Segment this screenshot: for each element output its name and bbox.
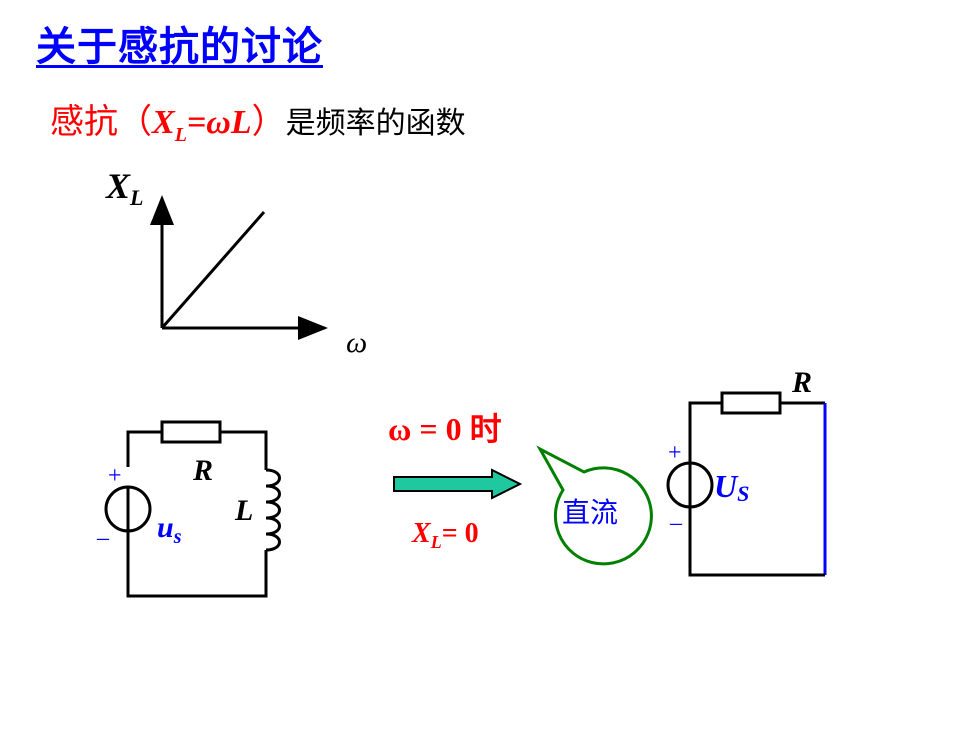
right-r-label: R — [791, 366, 812, 399]
reactance-graph: XL ω — [105, 166, 367, 359]
subtitle: 感抗（XL=ωL）是频率的函数 — [50, 100, 466, 157]
left-wire-top — [126, 430, 162, 467]
left-wire-right-top — [220, 430, 268, 470]
left-minus-sign: – — [96, 525, 110, 551]
left-resistor — [160, 420, 222, 444]
left-inductor — [265, 468, 281, 552]
left-source-label: us — [157, 511, 182, 548]
left-r-label: R — [192, 454, 213, 487]
transition: ω = 0 时 XL= 0 直流 — [388, 411, 653, 566]
result-label: XL= 0 — [411, 518, 479, 552]
right-wire-top-left — [688, 401, 722, 463]
page-title: 关于感抗的讨论 — [36, 24, 323, 70]
formula-x-sub: L — [174, 123, 187, 146]
subtitle-prefix: 感抗（ — [50, 102, 152, 142]
subtitle-suffix: 是频率的函数 — [285, 106, 466, 141]
left-plus-sign: + — [108, 463, 122, 489]
transition-arrow — [393, 468, 523, 500]
subtitle-close: ） — [251, 102, 286, 142]
circuit-right: + – R US — [666, 366, 827, 577]
left-l-label: L — [234, 494, 253, 527]
graph-y-label: XL — [105, 166, 143, 210]
right-source-label: US — [714, 468, 749, 506]
callout-bubble — [536, 445, 653, 566]
formula-rest: =ωL — [186, 104, 252, 141]
graph-x-label: ω — [346, 326, 367, 359]
formula-x: X — [152, 104, 175, 141]
callout-text: 直流 — [562, 496, 618, 529]
subtitle-formula: XL=ωL — [152, 104, 252, 146]
condition-label: ω = 0 时 — [388, 411, 502, 447]
left-wire-bottom — [126, 531, 268, 598]
right-minus-sign: – — [669, 510, 683, 536]
right-resistor — [720, 391, 782, 415]
graph-line — [160, 211, 266, 329]
right-plus-sign: + — [668, 440, 682, 466]
right-wire-bottom — [688, 507, 825, 577]
circuit-left: + – R L us — [96, 420, 281, 598]
